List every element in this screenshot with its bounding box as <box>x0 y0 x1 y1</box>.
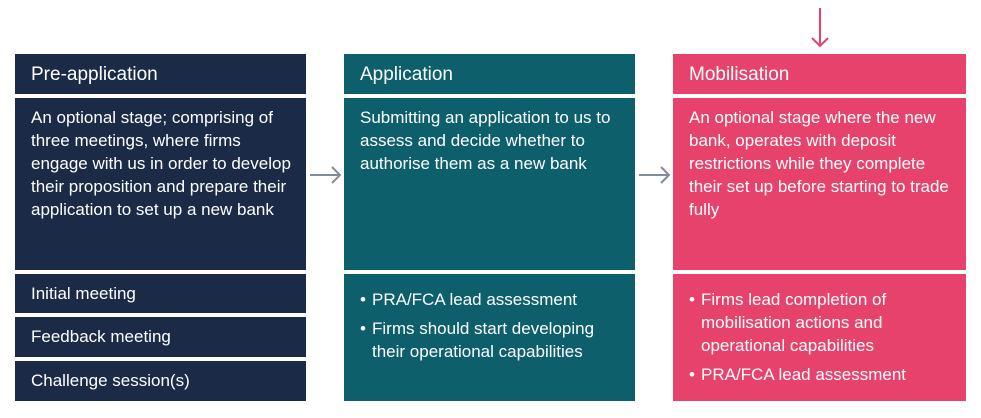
stage-title-pre-application: Pre-application <box>15 54 306 94</box>
arrow-down-icon <box>811 8 829 48</box>
meeting-feedback: Feedback meeting <box>15 317 306 357</box>
stage-title-mobilisation: Mobilisation <box>673 54 966 94</box>
bullet-item: PRA/FCA lead assessment <box>689 363 954 386</box>
stage-bullets-application: PRA/FCA lead assessment Firms should sta… <box>344 274 635 401</box>
bullet-item: PRA/FCA lead assessment <box>360 288 623 311</box>
bullet-item: Firms should start developing their oper… <box>360 317 623 363</box>
stage-bullets-mobilisation: Firms lead completion of mobilisation ac… <box>673 274 966 401</box>
bullet-item: Firms lead completion of mobilisation ac… <box>689 288 954 357</box>
stage-description-application: Submitting an application to us to asses… <box>344 98 635 270</box>
arrow-right-icon <box>310 166 342 184</box>
arrow-right-icon <box>639 166 671 184</box>
meeting-challenge: Challenge session(s) <box>15 361 306 401</box>
stage-description-mobilisation: An optional stage where the new bank, op… <box>673 98 966 270</box>
stage-description-pre-application: An optional stage; comprising of three m… <box>15 98 306 270</box>
meeting-initial: Initial meeting <box>15 274 306 313</box>
stage-title-application: Application <box>344 54 635 94</box>
